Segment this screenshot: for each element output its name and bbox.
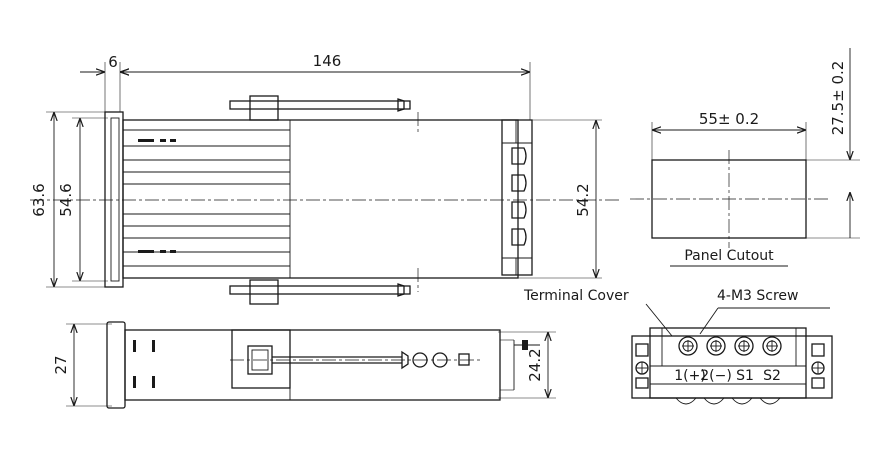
dim-body-width: 24.2 — [526, 348, 544, 381]
terminal-label-2: 2(−) — [700, 368, 732, 384]
dim-cutout-width: 55± 0.2 — [699, 110, 759, 128]
screw-label: 4-M3 Screw — [717, 288, 799, 304]
dim-cutout-height: 27.5± 0.2 — [829, 61, 847, 136]
terminal-label-1: 1(+) — [674, 368, 706, 384]
terminal-label-s1: S1 — [736, 368, 754, 384]
terminal-view: Terminal Cover 4-M3 Screw — [523, 288, 833, 405]
terminal-label-s2: S2 — [763, 368, 781, 384]
side-view: 27 24.2 — [52, 321, 556, 409]
terminal-cover-label: Terminal Cover — [523, 288, 629, 304]
dim-bezel-depth: 6 — [108, 53, 118, 71]
top-view: 6 146 63.6 54.6 54.2 — [30, 52, 620, 305]
panel-cutout-view: 55± 0.2 27.5± 0.2 Panel Cutout — [630, 48, 860, 267]
dim-front-width: 27 — [52, 355, 70, 374]
panel-cutout-label: Panel Cutout — [684, 248, 774, 264]
terminal-screws-side — [511, 147, 527, 246]
terminal-screws — [678, 336, 782, 356]
dim-overall-length: 146 — [313, 52, 342, 70]
